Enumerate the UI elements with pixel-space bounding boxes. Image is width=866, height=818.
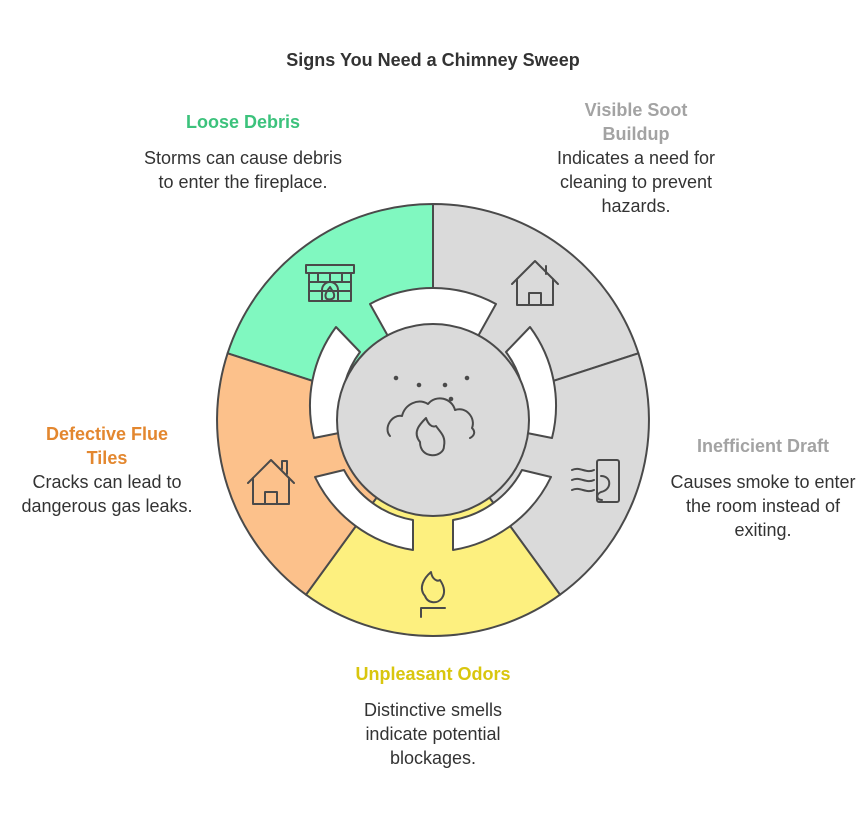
description-inefficient-draft: Causes smoke to enter the room instead o… (670, 472, 856, 540)
heading-soot-buildup: Visible Soot Buildup (584, 100, 688, 144)
label-soot-buildup: Visible Soot Buildup Indicates a need fo… (554, 98, 718, 218)
heading-loose-debris: Loose Debris (185, 112, 301, 132)
description-loose-debris: Storms can cause debris to enter the fir… (143, 148, 343, 192)
house-icon (511, 260, 559, 306)
heading-inefficient-draft: Inefficient Draft (696, 436, 829, 456)
arrow-bottom-right (452, 469, 552, 551)
label-defective-flue: Defective Flue Tiles Cracks can lead to … (18, 422, 196, 518)
heading-defective-flue: Defective Flue Tiles (45, 424, 169, 468)
label-loose-debris: Loose Debris Storms can cause debris to … (138, 110, 348, 194)
label-inefficient-draft: Inefficient Draft Causes smoke to enter … (668, 434, 858, 542)
description-unpleasant-odors: Distinctive smells indicate potential bl… (363, 700, 503, 768)
inner-arrow-ring (309, 286, 557, 551)
label-unpleasant-odors: Unpleasant Odors Distinctive smells indi… (318, 662, 548, 770)
center-circle (336, 323, 530, 517)
segment-unpleasant-odors (305, 419, 561, 637)
fireplace-icon (305, 264, 355, 302)
description-soot-buildup: Indicates a need for cleaning to prevent… (556, 148, 716, 216)
heading-unpleasant-odors: Unpleasant Odors (355, 664, 511, 684)
house-chimney-icon (247, 459, 295, 505)
diagram-title: Signs You Need a Chimney Sweep (286, 50, 580, 70)
smoke-fire-icon (386, 375, 476, 457)
flame-icon (420, 571, 446, 618)
draft-icon (571, 459, 620, 503)
arrow-bottom-left (314, 469, 414, 551)
description-defective-flue: Cracks can lead to dangerous gas leaks. (21, 472, 193, 516)
arrow-right (505, 326, 557, 439)
